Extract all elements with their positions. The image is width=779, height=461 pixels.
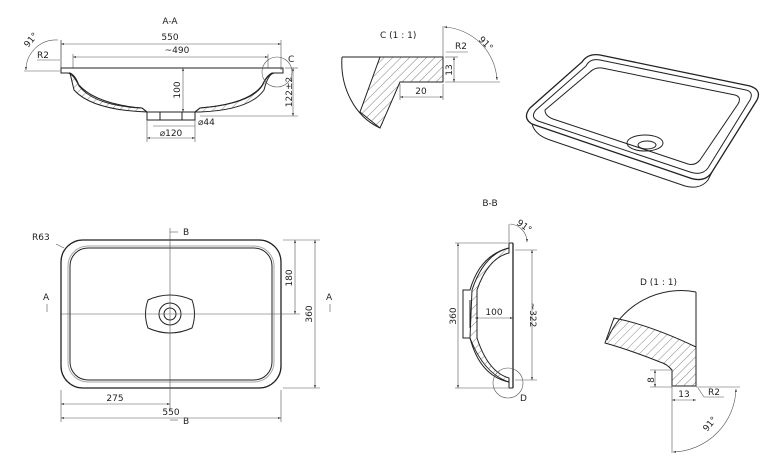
section-bb: B-B 360 100 ~322 91° D — [449, 199, 537, 404]
detail-d-circle — [492, 367, 524, 399]
detail-c-radius: R2 — [455, 42, 467, 52]
section-a-right: A — [326, 293, 333, 303]
detail-d: D (1 : 1) 8 13 R2 91° — [604, 278, 740, 453]
section-a-left: A — [43, 293, 50, 303]
plan-view: R63 B B A A 180 360 275 550 — [32, 228, 333, 427]
dim-width-550: 550 — [161, 33, 178, 43]
bb-dim-depth-360: 360 — [449, 307, 459, 324]
detail-d-title: D (1 : 1) — [640, 278, 677, 288]
dim-depth-360: 360 — [305, 305, 315, 322]
angle-91: 91° — [23, 31, 41, 50]
dim-half-width-275: 275 — [106, 394, 123, 404]
detail-d-radius: R2 — [708, 388, 720, 398]
section-b-top: B — [183, 228, 189, 238]
section-b-bottom: B — [183, 417, 189, 427]
dim-drain-120: ⌀120 — [160, 129, 183, 139]
detail-d-dim-13: 13 — [678, 390, 689, 400]
detail-c-circle — [261, 56, 293, 88]
isometric-view — [525, 54, 760, 188]
radius-r63: R63 — [32, 233, 50, 243]
dim-half-depth-180: 180 — [285, 269, 295, 286]
detail-c-dim-20: 20 — [415, 87, 427, 97]
drain-outline — [145, 294, 195, 334]
detail-c-marker: C — [288, 55, 294, 65]
dim-inner-width: ~490 — [165, 46, 190, 56]
dim-width-550: 550 — [162, 408, 179, 418]
detail-c-dim-13: 13 — [445, 64, 455, 75]
radius-r2: R2 — [37, 51, 49, 61]
section-aa-title: A-A — [162, 17, 178, 27]
dim-height-122: 122±2 — [285, 77, 295, 107]
detail-c: C (1 : 1) 13 20 91° R2 — [341, 26, 500, 129]
dim-depth-100: 100 — [173, 81, 183, 98]
bb-angle: 91° — [514, 218, 533, 235]
detail-c-angle: 91° — [476, 35, 494, 53]
bb-dim-100: 100 — [485, 308, 502, 318]
detail-c-title: C (1 : 1) — [380, 31, 416, 41]
dim-drain-44: ⌀44 — [198, 118, 215, 128]
section-bb-title: B-B — [482, 199, 497, 209]
drain-3d — [626, 134, 664, 152]
detail-d-marker: D — [520, 394, 527, 404]
bb-dim-322: ~322 — [527, 303, 537, 328]
detail-d-dim-8: 8 — [647, 377, 657, 383]
detail-d-angle: 91° — [702, 415, 720, 434]
section-aa: A-A 550 ~490 100 122±2 ⌀44 ⌀120 C 91° R — [23, 17, 298, 142]
